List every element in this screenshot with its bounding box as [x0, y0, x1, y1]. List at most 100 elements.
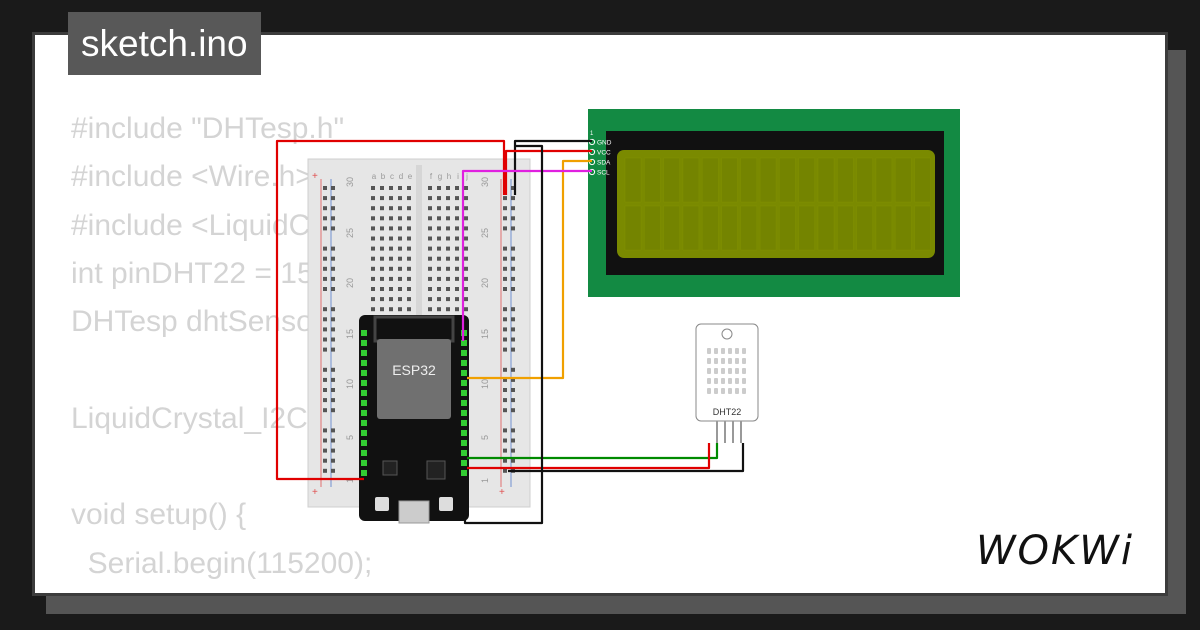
- breadboard-hole: [455, 186, 459, 190]
- rail-hole: [323, 327, 327, 332]
- column-letter: a: [372, 172, 377, 181]
- rail-hole: [511, 327, 515, 332]
- rail-hole: [511, 428, 515, 433]
- preview-card: #include "DHTesp.h"#include <Wire.h>#inc…: [32, 32, 1168, 596]
- breadboard-hole: [464, 307, 468, 312]
- breadboard-hole: [428, 256, 432, 261]
- breadboard-hole: [407, 236, 411, 241]
- rail-hole: [323, 186, 327, 190]
- breadboard-hole: [455, 246, 459, 251]
- rail-hole: [503, 196, 507, 201]
- dht22-vent: [735, 368, 739, 374]
- breadboard-hole: [446, 246, 450, 251]
- rail-hole: [331, 266, 335, 271]
- breadboard-hole: [464, 297, 468, 302]
- rail-hole: [503, 398, 507, 403]
- breadboard-hole: [389, 216, 393, 221]
- rail-hole: [331, 468, 335, 473]
- dht22-vent: [714, 388, 718, 394]
- code-background: #include "DHTesp.h"#include <Wire.h>#inc…: [71, 105, 531, 593]
- wire-scl: [461, 169, 592, 341]
- column-letter: d: [399, 172, 403, 181]
- breadboard-hole: [464, 196, 468, 201]
- breadboard-hole: [446, 266, 450, 271]
- rail-hole: [503, 458, 507, 463]
- breadboard-hole: [371, 246, 375, 251]
- lcd-char-cell: [740, 157, 758, 203]
- esp32-pin: [461, 350, 467, 356]
- dht22-vent: [707, 368, 711, 374]
- breadboard-hole: [398, 287, 402, 291]
- rail-hole: [331, 408, 335, 413]
- breadboard-hole: [428, 216, 432, 221]
- breadboard-hole: [437, 236, 441, 241]
- dht22-vent: [728, 368, 732, 374]
- rail-hole: [323, 377, 327, 382]
- esp32-pin: [361, 430, 367, 436]
- dht22-vent: [735, 348, 739, 354]
- lcd-char-cell: [914, 157, 931, 203]
- dht22-label: DHT22: [713, 407, 742, 417]
- breadboard-hole: [398, 266, 402, 271]
- dht22-mount-hole: [721, 328, 733, 340]
- rail-hole: [503, 347, 507, 352]
- breadboard-hole: [437, 307, 441, 312]
- rail-hole: [323, 468, 327, 473]
- row-number: 5: [345, 435, 355, 440]
- breadboard-hole: [464, 266, 468, 271]
- esp32-pin: [461, 340, 467, 346]
- esp32-pin: [361, 460, 367, 466]
- code-line: #include <Wire.h>: [71, 160, 313, 194]
- breadboard-hole: [407, 186, 411, 190]
- breadboard-hole: [464, 226, 468, 231]
- breadboard-hole: [446, 236, 450, 241]
- column-letter: i: [457, 172, 459, 181]
- rail-hole: [331, 337, 335, 342]
- row-number: 20: [345, 278, 355, 288]
- esp32-label: ESP32: [392, 362, 436, 378]
- lcd-char-cell: [837, 205, 854, 251]
- rail-hole: [331, 367, 335, 372]
- dht22-vent: [735, 388, 739, 394]
- wire-vcc-lcd: [504, 149, 592, 195]
- lcd-char-cell: [682, 205, 700, 251]
- lcd-char-cell: [894, 157, 912, 203]
- rail-hole: [323, 196, 327, 201]
- rail-hole: [503, 266, 507, 271]
- breadboard-hole: [455, 216, 459, 221]
- rail-hole: [511, 196, 515, 201]
- dht22-vent: [721, 388, 725, 394]
- file-tab[interactable]: sketch.ino: [68, 12, 261, 75]
- rail-hole: [331, 388, 335, 392]
- rail-hole: [323, 317, 327, 322]
- lcd-char-cell: [914, 205, 931, 251]
- lcd-char-cell: [856, 205, 873, 251]
- breadboard-hole: [380, 196, 384, 201]
- breadboard-hole: [428, 307, 432, 312]
- breadboard-hole: [398, 186, 402, 190]
- breadboard-hole: [407, 266, 411, 271]
- breadboard-hole: [437, 287, 441, 291]
- esp32-pin: [461, 470, 467, 476]
- breadboard-hole: [455, 196, 459, 201]
- lcd-char-cell: [779, 205, 796, 251]
- breadboard-hole: [407, 287, 411, 291]
- row-number: 10: [345, 379, 355, 389]
- lcd-char-cell: [740, 205, 758, 251]
- esp32-pin: [461, 360, 467, 366]
- rail-hole: [511, 347, 515, 352]
- row-number: 10: [480, 379, 490, 389]
- usb-uart-chip: [426, 460, 446, 480]
- dht22-vent: [721, 368, 725, 374]
- rail-hole: [331, 276, 335, 281]
- rail-hole: [323, 307, 327, 312]
- esp32-pin: [461, 400, 467, 406]
- boot-button: [375, 497, 389, 511]
- rail-plus-bottom-right: +: [499, 487, 505, 498]
- rail-hole: [331, 226, 335, 231]
- rail-hole: [331, 196, 335, 201]
- dht22-vent: [714, 348, 718, 354]
- row-number: 15: [345, 329, 355, 339]
- breadboard-hole: [407, 206, 411, 211]
- lcd-char-cell: [894, 205, 912, 251]
